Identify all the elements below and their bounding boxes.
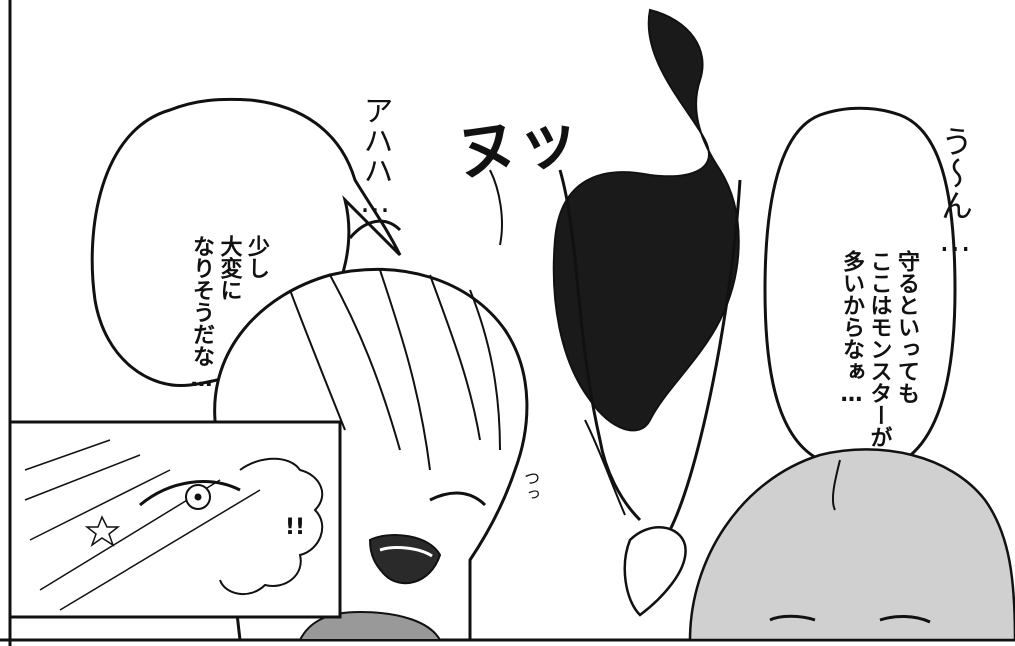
sfx-small: つっ: [521, 470, 540, 502]
sfx-shock: !!: [285, 515, 306, 540]
speech-text-left: 少し 大変に なりそうだな…: [160, 135, 298, 392]
speech-line: 少し: [244, 235, 269, 279]
upside-down-character: [489, 8, 742, 617]
speech-line: ここはモンスターが: [866, 250, 892, 448]
speech-line: 守るといっても: [894, 250, 919, 404]
right-character: [688, 448, 1015, 642]
sfx-zu: ヌッ: [451, 100, 585, 191]
speech-line: 多いからなぁ…: [839, 250, 864, 407]
inset-panel: [8, 420, 342, 619]
speech-line: なりそうだな…: [189, 235, 214, 392]
sfx-ahaha: アハハ…: [357, 95, 393, 220]
speech-line: 大変に: [216, 235, 242, 301]
speech-text-right: 守るといっても ここはモンスターが 多いからなぁ…: [810, 150, 948, 448]
sfx-uun: う〜ん…: [936, 125, 974, 259]
